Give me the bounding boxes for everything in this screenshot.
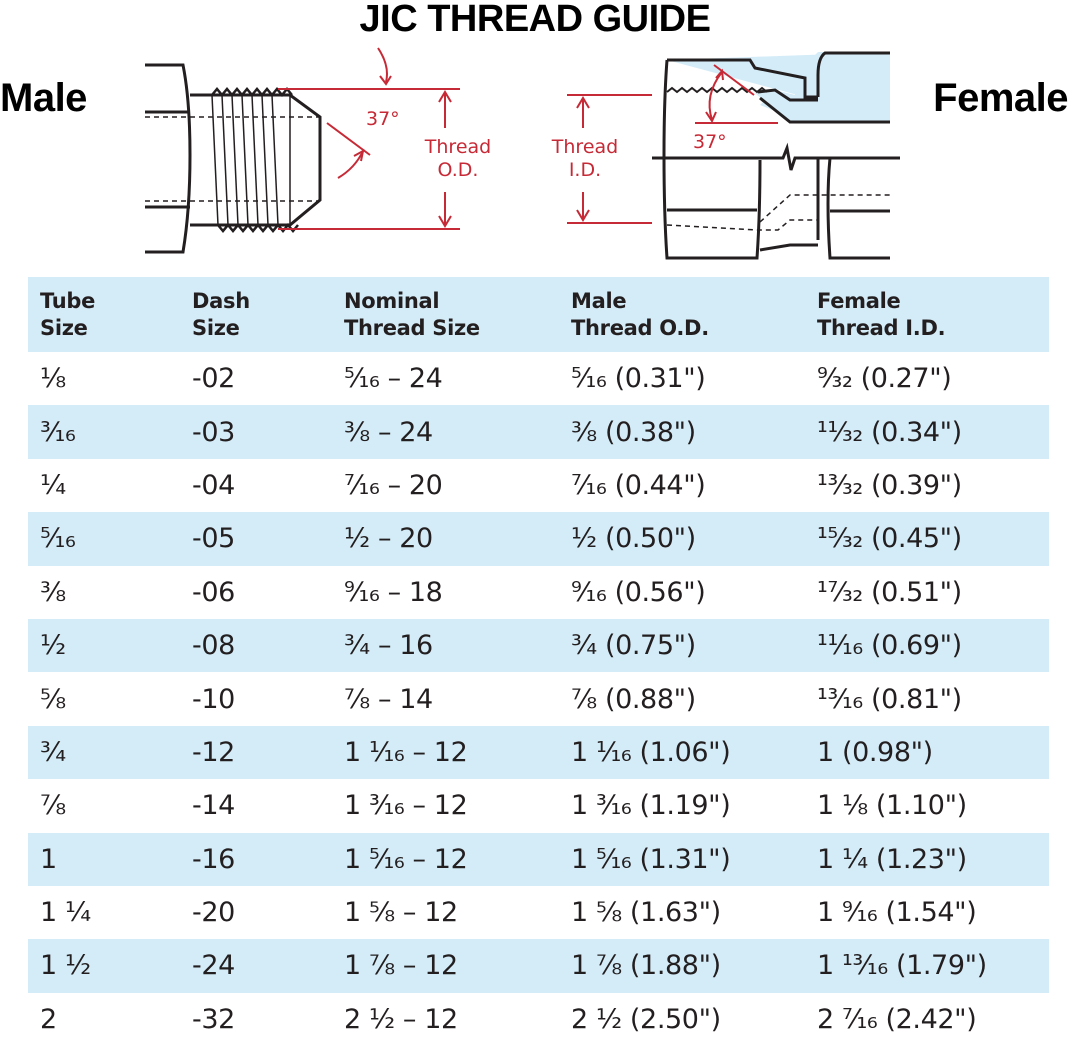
tube-size-cell: 1 ¼	[40, 897, 91, 929]
dash-size-cell: -10	[192, 683, 235, 715]
nominal-thread-cell: ⁵⁄₁₆ – 24	[344, 363, 443, 395]
page-title: JIC THREAD GUIDE	[359, 0, 711, 40]
nominal-thread-cell: ⅞ – 14	[344, 683, 433, 715]
female-thread-id-cell: ¹³⁄₃₂ (0.39")	[817, 469, 962, 501]
table-row: 2 -32 2 ½ – 12 2 ½ (2.50") 2 ⁷⁄₁₆ (2.42")	[28, 993, 1049, 1046]
male-thread-od-line2: O.D.	[437, 159, 479, 181]
tube-size-cell: ³⁄₁₆	[40, 416, 76, 448]
male-thread-od-cell: 1 ⅞ (1.88")	[571, 950, 721, 982]
table-row: ⁵⁄₁₆ -05 ½ – 20 ½ (0.50") ¹⁵⁄₃₂ (0.45")	[28, 512, 1049, 566]
table-row: 1 -16 1 ⁵⁄₁₆ – 12 1 ⁵⁄₁₆ (1.31") 1 ¼ (1.23")	[28, 832, 1049, 886]
female-label: Female	[933, 76, 1068, 120]
female-thread-id-cell: ¹³⁄₁₆ (0.81")	[817, 683, 962, 715]
dash-size-cell: -14	[192, 790, 235, 822]
nominal-thread-cell: 1 ⅝ – 12	[344, 897, 458, 929]
table-row: ⅜ -06 ⁹⁄₁₆ – 18 ⁹⁄₁₆ (0.56") ¹⁷⁄₃₂ (0.51")	[28, 566, 1049, 619]
female-dimension-lines	[567, 64, 778, 224]
male-thread-od-cell: ⅜ (0.38")	[571, 416, 696, 448]
nominal-thread-cell: ⁹⁄₁₆ – 18	[344, 576, 443, 608]
tube-size-cell: 1	[40, 843, 57, 875]
male-thread-od-cell: 1 ¹⁄₁₆ (1.06")	[571, 736, 731, 768]
male-thread-od-cell: 1 ³⁄₁₆ (1.19")	[571, 790, 731, 822]
male-thread-od-cell: ⁹⁄₁₆ (0.56")	[571, 576, 706, 608]
male-thread-od-line1: Thread	[424, 136, 492, 158]
male-thread-od-cell: ½ (0.50")	[571, 523, 696, 555]
tube-size-cell: ¼	[40, 469, 66, 501]
male-fitting-drawing	[145, 63, 322, 254]
female-thread-id-cell: 1 (0.98")	[817, 736, 933, 768]
nominal-thread-cell: ⅜ – 24	[344, 416, 433, 448]
dash-size-cell: -32	[192, 1003, 235, 1035]
female-fitting-drawing	[652, 51, 900, 260]
tube-size-cell: ⁵⁄₁₆	[40, 523, 76, 555]
male-thread-od-cell: 1 ⅝ (1.63")	[571, 897, 721, 929]
table-row: ½ -08 ¾ – 16 ¾ (0.75") ¹¹⁄₁₆ (0.69")	[28, 618, 1049, 673]
dash-size-cell: -04	[192, 469, 235, 501]
thread-diagram	[145, 47, 900, 260]
nominal-thread-cell: 1 ¹⁄₁₆ – 12	[344, 736, 468, 768]
table-row: ¼ -04 ⁷⁄₁₆ – 20 ⁷⁄₁₆ (0.44") ¹³⁄₃₂ (0.39")	[28, 459, 1049, 512]
nominal-thread-cell: ⁷⁄₁₆ – 20	[344, 469, 443, 501]
table-row: ¾ -12 1 ¹⁄₁₆ – 12 1 ¹⁄₁₆ (1.06") 1 (0.98")	[28, 725, 1049, 780]
dash-size-cell: -02	[192, 363, 235, 395]
tube-size-cell: 1 ½	[40, 950, 91, 982]
male-angle-annotation: 37°	[366, 108, 400, 130]
female-thread-id-line2: I.D.	[568, 159, 602, 181]
table-row: ³⁄₁₆ -03 ⅜ – 24 ⅜ (0.38") ¹¹⁄₃₂ (0.34")	[28, 405, 1049, 459]
female-thread-id-cell: ¹⁷⁄₃₂ (0.51")	[817, 576, 962, 608]
dash-size-cell: -03	[192, 416, 235, 448]
dash-size-cell: -20	[192, 897, 235, 929]
table-row: ⅝ -10 ⅞ – 14 ⅞ (0.88") ¹³⁄₁₆ (0.81")	[28, 672, 1049, 725]
female-thread-id-cell: ¹¹⁄₁₆ (0.69")	[817, 630, 962, 662]
dash-size-cell: -16	[192, 843, 235, 875]
male-thread-od-cell: ¾ (0.75")	[571, 630, 696, 662]
table-row: ⅛ -02 ⁵⁄₁₆ – 24 ⁵⁄₁₆ (0.31") ⁹⁄₃₂ (0.27")	[28, 352, 1049, 405]
table-row: ⅞ -14 1 ³⁄₁₆ – 12 1 ³⁄₁₆ (1.19") 1 ⅛ (1.10")	[28, 779, 1049, 832]
female-angle-annotation: 37°	[693, 131, 727, 153]
nominal-thread-cell: 1 ⅞ – 12	[344, 950, 458, 982]
tube-size-cell: ⅛	[40, 363, 66, 395]
tube-size-cell: ⅞	[40, 790, 66, 822]
table-row: 1 ½ -24 1 ⅞ – 12 1 ⅞ (1.88") 1 ¹³⁄₁₆ (1.79")	[28, 939, 1049, 993]
dash-size-cell: -24	[192, 950, 235, 982]
male-label: Male	[0, 76, 87, 120]
nominal-thread-cell: ¾ – 16	[344, 630, 433, 662]
nominal-thread-cell: ½ – 20	[344, 523, 433, 555]
female-thread-id-cell: 1 ¹³⁄₁₆ (1.79")	[817, 950, 987, 982]
female-thread-id-cell: ⁹⁄₃₂ (0.27")	[817, 363, 952, 395]
female-thread-id-cell: 1 ⁹⁄₁₆ (1.54")	[817, 897, 977, 929]
dash-size-cell: -05	[192, 523, 235, 555]
tube-size-cell: ⅝	[40, 683, 66, 715]
dash-size-cell: -08	[192, 630, 235, 662]
table-row: 1 ¼ -20 1 ⅝ – 12 1 ⅝ (1.63") 1 ⁹⁄₁₆ (1.54")	[28, 886, 1049, 939]
female-thread-id-line1: Thread	[551, 136, 619, 158]
male-thread-od-cell: ⅞ (0.88")	[571, 683, 696, 715]
female-thread-id-cell: ¹⁵⁄₃₂ (0.45")	[817, 523, 962, 555]
nominal-thread-cell: 1 ³⁄₁₆ – 12	[344, 790, 468, 822]
male-thread-od-cell: 2 ½ (2.50")	[571, 1003, 721, 1035]
nominal-thread-cell: 2 ½ – 12	[344, 1003, 458, 1035]
female-thread-id-cell: ¹¹⁄₃₂ (0.34")	[817, 416, 962, 448]
dash-size-cell: -06	[192, 576, 235, 608]
tube-size-cell: ¾	[40, 736, 66, 768]
female-thread-id-cell: 1 ⅛ (1.10")	[817, 790, 967, 822]
female-thread-id-cell: 2 ⁷⁄₁₆ (2.42")	[817, 1003, 977, 1035]
dash-size-cell: -12	[192, 736, 235, 768]
male-thread-od-cell: 1 ⁵⁄₁₆ (1.31")	[571, 843, 731, 875]
male-dimension-lines	[278, 47, 460, 230]
male-thread-od-cell: ⁵⁄₁₆ (0.31")	[571, 363, 706, 395]
male-thread-od-cell: ⁷⁄₁₆ (0.44")	[571, 469, 706, 501]
nominal-thread-cell: 1 ⁵⁄₁₆ – 12	[344, 843, 468, 875]
tube-size-cell: ⅜	[40, 576, 66, 608]
tube-size-cell: ½	[40, 630, 66, 662]
tube-size-cell: 2	[40, 1003, 57, 1035]
female-thread-id-cell: 1 ¼ (1.23")	[817, 843, 967, 875]
